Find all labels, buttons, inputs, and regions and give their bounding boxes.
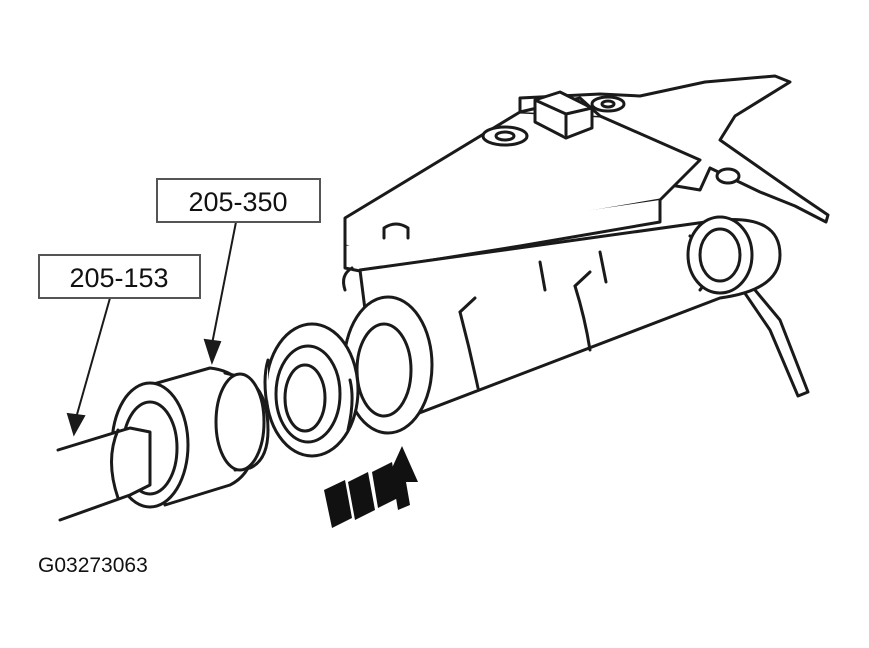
callout-205-153-label: 205-153 (69, 263, 168, 293)
direction-arrows (324, 446, 418, 528)
leader-205-153 (75, 297, 111, 419)
arrowhead-205-350 (203, 338, 222, 365)
callout-205-153: 205-153 (38, 254, 201, 299)
callout-205-350: 205-350 (156, 178, 321, 223)
arrowhead-205-153 (66, 412, 86, 437)
mounting-bracket (343, 74, 830, 398)
figure-number: G03273063 (38, 554, 148, 577)
callout-205-350-label: 205-350 (188, 187, 287, 217)
handle-205-153 (56, 426, 152, 522)
leader-205-350 (211, 221, 237, 345)
bushing (263, 322, 360, 458)
